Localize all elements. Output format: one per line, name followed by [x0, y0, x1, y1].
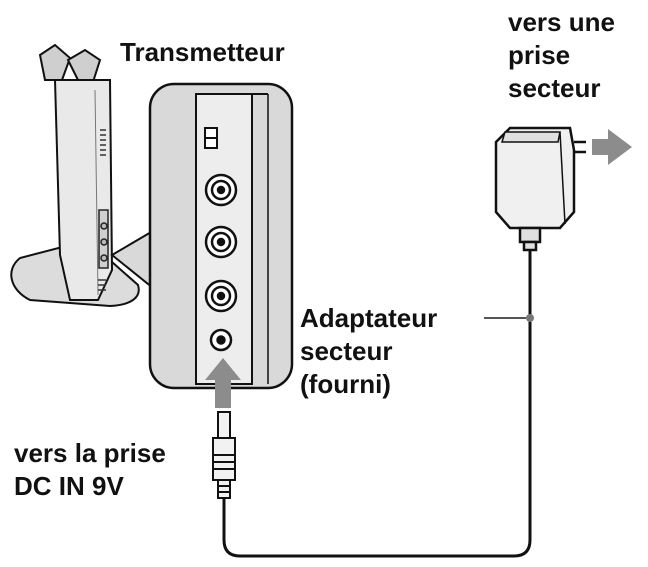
dc-in-label: vers la prise DC IN 9V [14, 437, 166, 503]
dc-in-label-line1: vers la prise [14, 438, 166, 468]
transmitter-vent-lower [98, 279, 106, 291]
adapter-label: Adaptateur secteur (fourni) [300, 302, 437, 401]
dc-in-jack [209, 328, 233, 352]
power-cable [222, 248, 532, 558]
dc-in-arrow [205, 358, 241, 408]
adapter-label-line2: secteur [300, 336, 393, 366]
transmitter-vent-upper [100, 129, 106, 156]
rca-jack-3 [204, 279, 238, 313]
outlet-arrow [592, 129, 632, 165]
transmitter-back-panel-zoom [148, 82, 294, 390]
adapter-label-line1: Adaptateur [300, 303, 438, 333]
outlet-label-line3: secteur [508, 73, 601, 103]
dc-in-label-line2: DC IN 9V [14, 471, 124, 501]
adapter-label-line3: (fourni) [300, 369, 391, 399]
transmitter-device [10, 43, 140, 308]
transmitter-label: Transmetteur [120, 36, 285, 69]
ac-adapter [494, 126, 586, 252]
transmitter-label-text: Transmetteur [120, 37, 285, 67]
outlet-label-line2: prise [508, 40, 571, 70]
dc-plug [212, 411, 236, 499]
adapter-leader-dot [526, 314, 534, 322]
outlet-label: vers une prise secteur [508, 6, 615, 105]
rca-jack-2 [204, 225, 238, 259]
rca-jack-1 [204, 173, 238, 207]
outlet-label-line1: vers une [508, 7, 615, 37]
transmitter-side-jacks [98, 209, 109, 269]
